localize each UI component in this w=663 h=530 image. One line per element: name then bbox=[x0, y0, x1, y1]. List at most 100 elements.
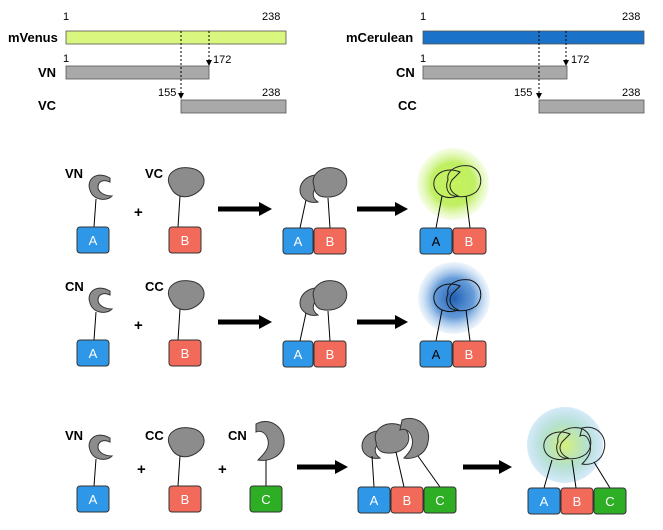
venus-n-end: 172 bbox=[213, 54, 231, 66]
row3-tag-a-label: A bbox=[89, 492, 98, 507]
row3-c-label: CC bbox=[145, 428, 164, 443]
row2-complex-c bbox=[312, 280, 348, 311]
row3-linker-b bbox=[177, 455, 181, 487]
row2-fluor-linker-a bbox=[435, 309, 443, 342]
fluor-c-outline bbox=[446, 165, 482, 198]
row3-fluor-tag-c bbox=[593, 487, 627, 515]
venus-n-bar bbox=[65, 65, 210, 80]
row3-fluor-tag-a-label: A bbox=[540, 494, 549, 509]
row3-tag-b bbox=[168, 485, 202, 513]
row3-fluor-n2 bbox=[579, 426, 606, 465]
arrow-1-head bbox=[259, 202, 272, 216]
row2-complex-tag-a-label: A bbox=[294, 347, 303, 362]
row3-fluor-linker-b bbox=[571, 459, 577, 489]
row3-n-label: VN bbox=[65, 428, 83, 443]
row2-linker-a bbox=[93, 311, 97, 341]
row3-complex-tag-b-label: B bbox=[403, 493, 412, 508]
venus-fluorescence-glow bbox=[417, 148, 489, 220]
venus-construct-group: 1 238 mVenus 1 172 VN 155 238 VC bbox=[8, 11, 287, 114]
row2-fluor-tag-a bbox=[419, 340, 453, 368]
row3-complex-tag-c bbox=[423, 486, 457, 514]
row3-complex-c bbox=[374, 423, 410, 454]
row1-linker-a bbox=[93, 198, 97, 228]
row3-complex-linker-c bbox=[417, 455, 441, 488]
row3-fluor-tag-c-label: C bbox=[605, 494, 614, 509]
row3-fluor-c bbox=[556, 427, 592, 460]
row3-complex-linker-a bbox=[371, 455, 375, 488]
cerulean-fluorescence-glow bbox=[418, 262, 490, 334]
cerulean-full-start: 1 bbox=[420, 11, 426, 23]
venus-full-end: 238 bbox=[262, 11, 280, 23]
row3-fluor-linker-c bbox=[593, 461, 611, 489]
arrow-3-head bbox=[259, 315, 272, 329]
cerulean-c-label: CC bbox=[398, 98, 417, 113]
venus-n-start: 1 bbox=[63, 53, 69, 65]
row2-complex-tag-b-label: B bbox=[326, 347, 335, 362]
complex-tag-b-label: B bbox=[326, 234, 335, 249]
row2-fluor-tag-a-label: A bbox=[432, 347, 441, 362]
row2-n-label: CN bbox=[65, 279, 84, 294]
cerulean-n-bar bbox=[422, 65, 568, 80]
complex-c-shape bbox=[312, 167, 348, 198]
cerulean-construct-group: 1 238 mCerulean 1 172 CN 155 238 CC bbox=[346, 11, 645, 114]
row2-complex-linker-b bbox=[327, 310, 331, 342]
cerulean-c-end: 238 bbox=[622, 87, 640, 99]
row3-tag-b-label: B bbox=[181, 492, 190, 507]
tag-c-box bbox=[249, 485, 283, 513]
fluor-tag-b bbox=[452, 227, 487, 255]
complex-tag-a-label: A bbox=[294, 234, 303, 249]
plus-sign: + bbox=[134, 204, 143, 221]
row2-tag-a bbox=[76, 339, 110, 367]
venus-c-start: 155 bbox=[158, 87, 176, 99]
row3-complex-tag-b bbox=[390, 486, 424, 514]
row3-fluor-linker-a bbox=[543, 459, 553, 489]
complex-linker-b bbox=[327, 197, 331, 229]
row3-linker-a bbox=[93, 458, 97, 487]
venus-full-label: mVenus bbox=[8, 30, 58, 45]
fluor-tag-a-label: A bbox=[432, 234, 441, 249]
row2-tag-a-label: A bbox=[89, 346, 98, 361]
row3-complex-n2 bbox=[399, 418, 430, 459]
row2-complex-linker-a bbox=[299, 312, 307, 342]
row2-complex-tag-b bbox=[313, 340, 347, 368]
arrow-6-head bbox=[499, 460, 512, 474]
arrow-5-head bbox=[335, 460, 348, 474]
arrow-4-head bbox=[395, 315, 408, 329]
arrow-2-head bbox=[395, 202, 408, 216]
row3-complex-tag-a bbox=[357, 486, 391, 514]
row3-cn-shape bbox=[255, 421, 285, 461]
complex-linker-a bbox=[299, 199, 307, 229]
fluor-linker-a bbox=[435, 195, 443, 229]
row3-vn-shape bbox=[88, 434, 114, 460]
row2-tag-b bbox=[168, 339, 202, 367]
cerulean-full-label: mCerulean bbox=[346, 30, 413, 45]
fluor-linker-b bbox=[465, 195, 471, 229]
row3-plus-2: + bbox=[218, 461, 227, 478]
vc-fragment-shape bbox=[168, 167, 205, 198]
row3-fluor-tag-b-label: B bbox=[573, 494, 582, 509]
fluor-tag-b-label: B bbox=[465, 234, 474, 249]
row3-plus-1: + bbox=[137, 461, 146, 478]
cerulean-c-bar bbox=[538, 99, 645, 114]
cc-fragment-shape bbox=[168, 280, 205, 311]
row2-c-label: CC bbox=[145, 279, 164, 294]
fluor-tag-a bbox=[419, 227, 453, 255]
venus-full-bar bbox=[65, 30, 287, 45]
row2-tag-b-label: B bbox=[181, 346, 190, 361]
vn-fragment-shape bbox=[88, 174, 114, 200]
row2-fluor-c bbox=[446, 279, 482, 312]
row2-complex-tag-a bbox=[282, 340, 314, 368]
tag-a-label: A bbox=[89, 233, 98, 248]
cerulean-full-bar bbox=[422, 30, 645, 45]
cerulean-n-end: 172 bbox=[571, 54, 589, 66]
row3-fluor-n bbox=[543, 431, 571, 461]
complex-tag-b bbox=[313, 227, 347, 255]
row2-fluor-n bbox=[433, 283, 461, 313]
venus-c-bar bbox=[180, 99, 287, 114]
row3-complex-linker-b bbox=[395, 451, 405, 488]
row2-plus: + bbox=[134, 317, 143, 334]
row-cerulean-bifc: CN A + CC B A B A B bbox=[65, 262, 490, 368]
row3-complex-tag-c-label: C bbox=[435, 493, 444, 508]
row3-complex-tag-a-label: A bbox=[370, 493, 379, 508]
